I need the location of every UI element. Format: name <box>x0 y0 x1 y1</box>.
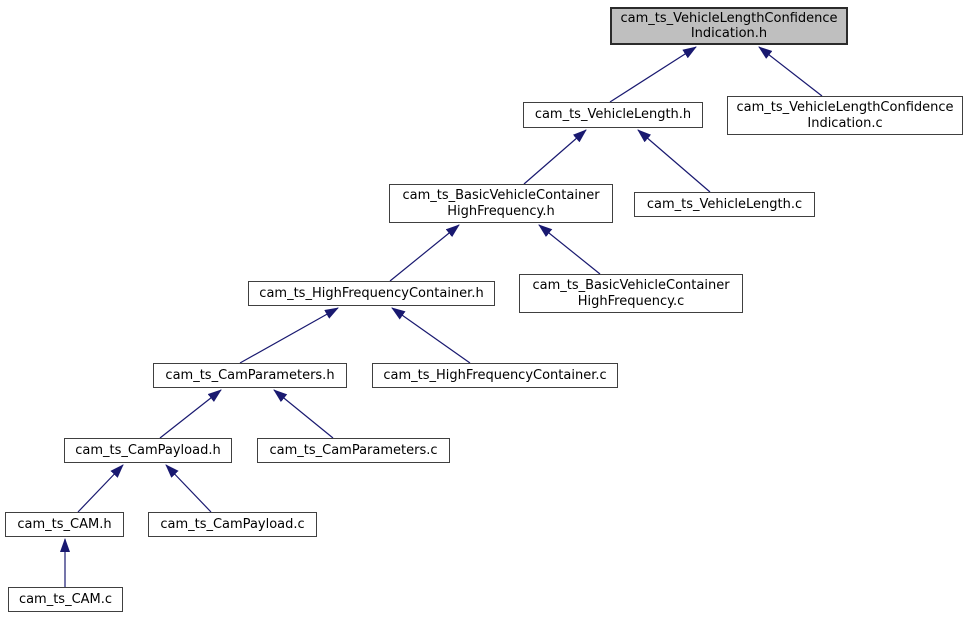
include-edge-campayload-h-to-camparameters-h <box>159 389 222 439</box>
node-cam-c[interactable]: cam_ts_CAM.c <box>8 587 123 612</box>
node-label-line: cam_ts_HighFrequencyContainer.h <box>259 285 484 301</box>
include-edge-camparameters-h-to-highfrequencycontainer-h <box>239 307 339 364</box>
node-label-line: cam_ts_BasicVehicleContainer <box>532 278 730 293</box>
include-edge-campayload-c-to-campayload-h <box>165 464 212 513</box>
node-label-line: cam_ts_VehicleLength.h <box>534 107 692 123</box>
include-edge-basicvehiclecontainerhighfrequency-h-to-vehiclelength-h <box>523 129 587 185</box>
node-camparameters-h[interactable]: cam_ts_CamParameters.h <box>153 363 347 388</box>
edge-group <box>60 46 823 587</box>
node-cam-h[interactable]: cam_ts_CAM.h <box>5 512 124 537</box>
node-label-line: cam_ts_VehicleLengthConfidence <box>620 10 838 26</box>
node-label-line: cam_ts_CAM.c <box>18 591 113 607</box>
node-label-line: cam_ts_VehicleLength.c <box>646 196 803 212</box>
node-highfrequencycontainer-c[interactable]: cam_ts_HighFrequencyContainer.c <box>372 363 618 388</box>
node-campayload-h[interactable]: cam_ts_CamPayload.h <box>64 438 232 463</box>
node-label-line: cam_ts_HighFrequencyContainer.c <box>383 367 607 383</box>
node-label-line: Indication.h <box>690 26 768 41</box>
include-edge-cam-h-to-campayload-h <box>77 464 124 513</box>
node-label-line: Indication.c <box>807 115 883 131</box>
include-edge-highfrequencycontainer-c-to-highfrequencycontainer-h <box>391 307 471 364</box>
node-highfrequencycontainer-h[interactable]: cam_ts_HighFrequencyContainer.h <box>248 281 495 306</box>
node-label-line: cam_ts_CAM.h <box>17 516 112 532</box>
node-label-line: cam_ts_CamPayload.c <box>160 516 305 532</box>
include-edge-highfrequencycontainer-h-to-basicvehiclecontainerhighfrequency-h <box>389 224 460 282</box>
node-label-line: cam_ts_VehicleLengthConfidence <box>736 100 954 115</box>
node-label-line: HighFrequency.c <box>577 293 685 309</box>
include-edge-camparameters-c-to-camparameters-h <box>273 389 334 439</box>
node-label-line: cam_ts_CamPayload.h <box>75 442 221 458</box>
node-camparameters-c[interactable]: cam_ts_CamParameters.c <box>257 438 450 463</box>
node-label-line: cam_ts_CamParameters.c <box>269 442 438 458</box>
include-edge-basicvehiclecontainerhighfrequency-c-to-basicvehiclecontainerhighfrequency-h <box>538 224 601 275</box>
include-edge-vehiclelengthconfidenceindication-c-to-vehiclelengthconfidenceindication-h <box>758 46 823 97</box>
include-edge-vehiclelength-c-to-vehiclelength-h <box>637 129 711 193</box>
include-edge-vehiclelength-h-to-vehiclelengthconfidenceindication-h <box>609 46 697 103</box>
node-label-line: HighFrequency.h <box>447 203 555 219</box>
node-label-line: cam_ts_BasicVehicleContainer <box>402 188 600 203</box>
node-vehiclelength-c[interactable]: cam_ts_VehicleLength.c <box>634 192 815 217</box>
node-campayload-c[interactable]: cam_ts_CamPayload.c <box>148 512 317 537</box>
node-vehiclelength-h[interactable]: cam_ts_VehicleLength.h <box>523 102 703 128</box>
node-label-line: cam_ts_CamParameters.h <box>165 367 335 383</box>
